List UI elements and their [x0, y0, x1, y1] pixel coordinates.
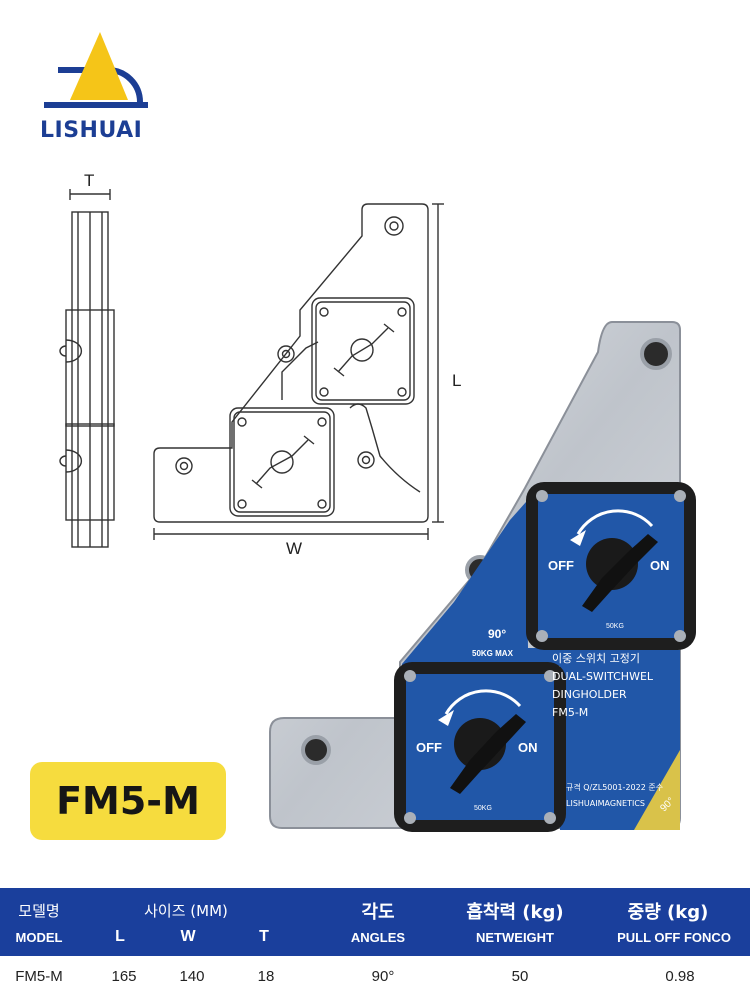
- plate-line-3: DINGHOLDER: [552, 688, 627, 701]
- dimension-l-label: L: [452, 371, 461, 390]
- brand-logo: [44, 32, 148, 108]
- logo-bar: [44, 102, 148, 108]
- model-badge: FM5-M: [30, 762, 226, 840]
- max-load-label: 50KG MAX: [472, 649, 514, 658]
- dimension-t-label: T: [84, 171, 94, 190]
- header-w: W: [180, 928, 196, 945]
- model-badge-text: FM5-M: [56, 779, 200, 823]
- header-angle-ko: 각도: [361, 902, 395, 923]
- header-model-en: MODEL: [15, 930, 63, 945]
- header-pull-en: PULL OFF FONCO: [617, 930, 731, 945]
- row-model: FM5-M: [15, 968, 63, 985]
- dimension-w-label: W: [286, 539, 302, 558]
- header-size-ko: 사이즈 (MM): [144, 902, 228, 920]
- upper-on-label: ON: [650, 558, 670, 573]
- header-netweight-en: NETWEIGHT: [476, 930, 554, 945]
- lower-load-label: 50KG: [474, 805, 492, 812]
- header-force-ko: 흡착력 (kg): [466, 902, 564, 923]
- product-photo: 90° 90° 50KG MAX OFF ON 50KG OFF ON 50KG…: [269, 321, 696, 832]
- row-weight: 0.98: [665, 968, 695, 985]
- technical-drawing: T L W: [59, 171, 461, 558]
- spec-table-header: 모델명 사이즈 (MM) 각도 흡착력 (kg) 중량 (kg) MODEL L…: [0, 888, 750, 956]
- row-l: 165: [111, 968, 137, 985]
- lower-on-label: ON: [518, 740, 538, 755]
- spec-line-2: LISHUAIMAGNETICS: [566, 799, 645, 808]
- header-weight-ko: 중량 (kg): [627, 902, 709, 923]
- row-w: 140: [179, 968, 205, 985]
- angle-label: 90°: [488, 627, 506, 641]
- logo-triangle: [70, 32, 128, 100]
- row-angle: 90°: [371, 968, 395, 985]
- header-angles-en: ANGLES: [350, 930, 406, 945]
- spec-line-1: 규격 Q/ZL5001-2022 준수: [566, 782, 663, 792]
- spec-table-row: FM5-M 165 140 18 90° 50 0.98: [0, 956, 750, 1000]
- lower-magnet: OFF ON 50KG: [394, 662, 566, 832]
- upper-off-label: OFF: [548, 558, 574, 573]
- brand-name: LISHUAI: [40, 118, 143, 143]
- plate-line-2: DUAL-SWITCHWEL: [552, 670, 654, 683]
- plate-line-1: 이중 스위치 고정기: [552, 652, 640, 665]
- row-t: 18: [257, 968, 275, 985]
- header-l: L: [115, 928, 125, 945]
- upper-load-label: 50KG: [606, 623, 624, 630]
- plate-line-4: FM5-M: [552, 706, 588, 719]
- header-model-ko: 모델명: [18, 902, 60, 920]
- lower-off-label: OFF: [416, 740, 442, 755]
- row-force: 50: [511, 968, 529, 985]
- upper-magnet: OFF ON 50KG: [526, 482, 696, 650]
- header-t: T: [259, 928, 269, 945]
